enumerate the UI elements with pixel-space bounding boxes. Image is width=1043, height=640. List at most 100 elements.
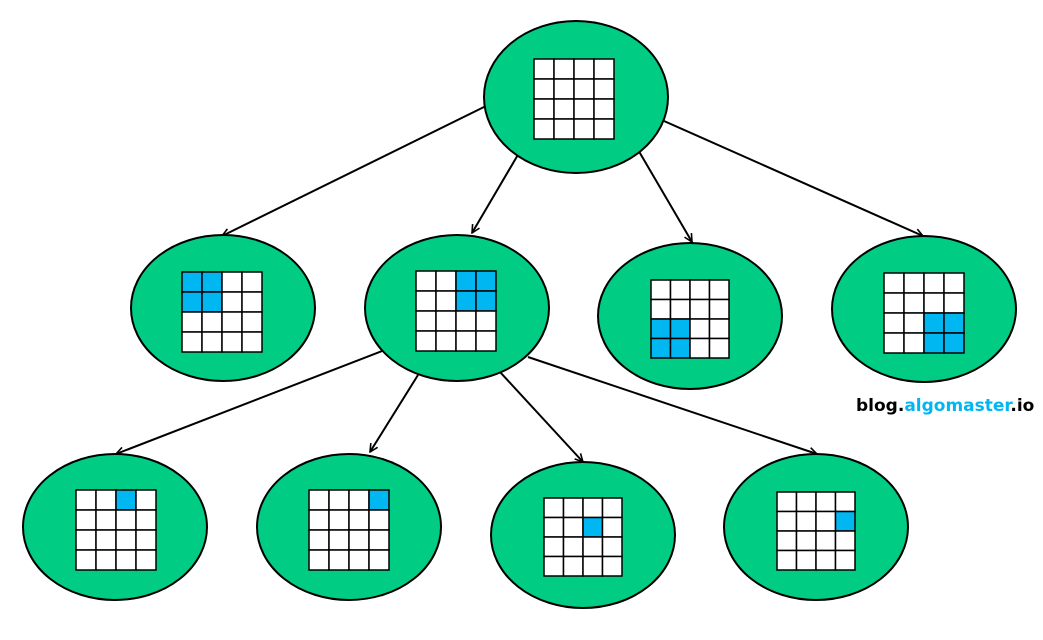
grid-cell <box>883 272 905 294</box>
grid-4x4 <box>181 271 263 353</box>
node-L1-b <box>364 234 550 382</box>
grid-cell-highlighted <box>943 332 965 354</box>
node-L1-d <box>831 235 1017 383</box>
grid-4x4 <box>776 491 856 571</box>
grid-cell <box>582 555 604 577</box>
watermark-brand: algomaster <box>904 396 1011 416</box>
grid-cell <box>308 529 330 551</box>
grid-cell <box>669 298 691 320</box>
grid-cell <box>553 118 575 140</box>
grid-cell <box>328 489 350 511</box>
grid-cell <box>135 529 157 551</box>
grid-cell <box>201 311 223 333</box>
edge-layer <box>116 105 923 462</box>
grid-cell <box>75 509 97 531</box>
grid-cell <box>435 270 457 292</box>
grid-cell <box>689 318 711 340</box>
grid-cell <box>348 529 370 551</box>
grid-cell <box>543 516 565 538</box>
grid-cell <box>883 292 905 314</box>
watermark: blog.algomaster.io <box>856 396 1034 416</box>
grid-cell <box>573 118 595 140</box>
grid-cell <box>435 330 457 352</box>
grid-cell <box>903 292 925 314</box>
grid-cell <box>415 310 437 332</box>
grid-cell <box>708 279 730 301</box>
grid-cell <box>181 311 203 333</box>
node-layer <box>22 20 1017 609</box>
grid-cell <box>533 78 555 100</box>
grid-cell-highlighted <box>923 312 945 334</box>
edge-arrow-L1-b-to-L2-c <box>499 371 583 462</box>
grid-cell-highlighted <box>669 318 691 340</box>
grid-cell <box>689 337 711 359</box>
grid-cell <box>328 549 350 571</box>
grid-cell <box>75 489 97 511</box>
grid-cell-highlighted <box>943 312 965 334</box>
grid-cell-highlighted <box>669 337 691 359</box>
grid-cell <box>593 98 615 120</box>
grid-cell <box>650 298 672 320</box>
grid-cell <box>201 331 223 353</box>
grid-cell <box>455 310 477 332</box>
grid-cell <box>650 279 672 301</box>
grid-cell <box>181 331 203 353</box>
grid-cell-highlighted <box>181 291 203 313</box>
grid-cell <box>689 279 711 301</box>
grid-cell <box>582 536 604 558</box>
watermark-prefix: blog. <box>856 396 905 416</box>
grid-cell <box>95 549 117 571</box>
grid-cell <box>241 311 263 333</box>
grid-cell-highlighted <box>834 510 856 532</box>
grid-cell <box>795 530 817 552</box>
grid-cell <box>815 549 837 571</box>
grid-cell <box>455 330 477 352</box>
grid-cell <box>348 489 370 511</box>
grid-cell <box>573 58 595 80</box>
edge-arrow-L1-b-to-L2-d <box>527 356 817 454</box>
edge-arrow-L1-b-to-L2-b <box>370 374 419 452</box>
grid-cell <box>669 279 691 301</box>
grid-cell <box>543 497 565 519</box>
grid-cell-highlighted <box>115 489 137 511</box>
grid-cell-highlighted <box>475 270 497 292</box>
grid-cell <box>533 58 555 80</box>
edge-arrow-root-to-L1-a <box>222 105 487 237</box>
grid-cell <box>241 291 263 313</box>
grid-cell <box>553 78 575 100</box>
edge-arrow-L1-b-to-L2-a <box>116 350 383 454</box>
node-L2-c <box>490 461 676 609</box>
grid-cell <box>328 529 350 551</box>
grid-cell <box>795 549 817 571</box>
grid-cell <box>348 509 370 531</box>
grid-cell <box>562 516 584 538</box>
grid-cell <box>708 298 730 320</box>
grid-cell <box>368 529 390 551</box>
grid-4x4 <box>543 497 623 577</box>
grid-cell <box>834 549 856 571</box>
watermark-suffix: .io <box>1010 396 1035 416</box>
grid-cell-highlighted <box>368 489 390 511</box>
grid-cell <box>308 509 330 531</box>
node-L1-c <box>597 242 783 390</box>
grid-cell-highlighted <box>181 271 203 293</box>
grid-cell <box>115 509 137 531</box>
grid-cell <box>815 491 837 513</box>
grid-cell <box>135 549 157 571</box>
grid-cell <box>573 78 595 100</box>
grid-cell-highlighted <box>582 516 604 538</box>
grid-cell <box>582 497 604 519</box>
grid-cell <box>75 549 97 571</box>
grid-cell <box>601 497 623 519</box>
grid-cell <box>221 311 243 333</box>
node-L2-a <box>22 453 208 601</box>
grid-cell <box>543 536 565 558</box>
grid-cell <box>415 290 437 312</box>
grid-cell <box>241 271 263 293</box>
grid-cell <box>903 272 925 294</box>
grid-cell <box>221 291 243 313</box>
grid-cell <box>553 58 575 80</box>
grid-cell <box>435 310 457 332</box>
edge-arrow-root-to-L1-b <box>472 152 520 233</box>
